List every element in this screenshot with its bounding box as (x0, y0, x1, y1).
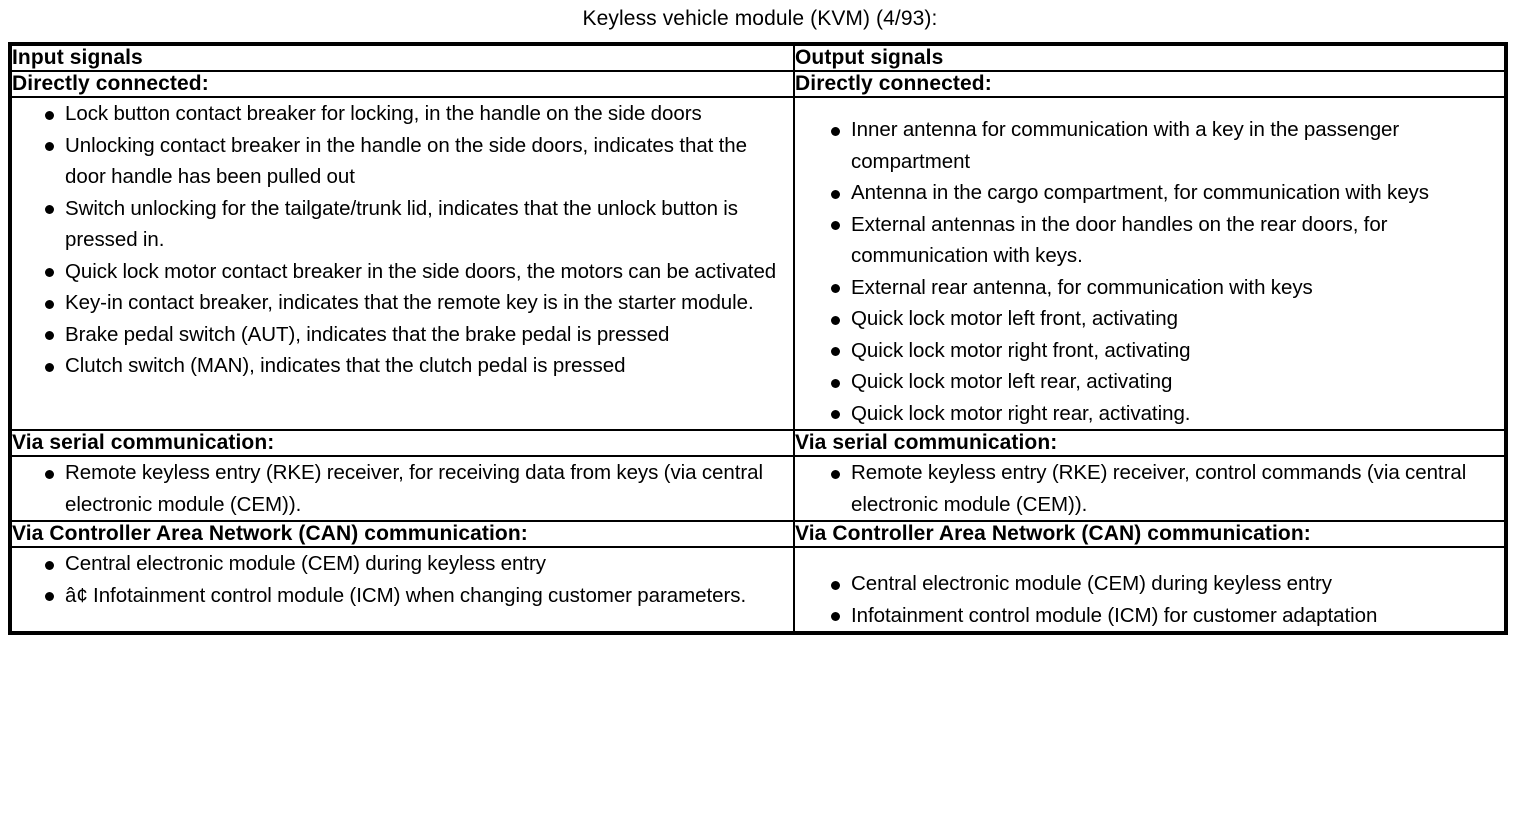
table-row-column-headers: Input signals Output signals (9, 43, 1507, 72)
list-item: Antenna in the cargo compartment, for co… (795, 177, 1504, 209)
list-item: Switch unlocking for the tailgate/trunk … (12, 193, 793, 256)
list-item: Quick lock motor contact breaker in the … (12, 256, 793, 288)
list-item: External antennas in the door handles on… (795, 209, 1504, 272)
list-input-via-can: Central electronic module (CEM) during k… (12, 548, 793, 611)
cell-output-via-can: Central electronic module (CEM) during k… (793, 546, 1507, 634)
column-header-input-signals: Input signals (9, 43, 795, 72)
list-item: Lock button contact breaker for locking,… (12, 98, 793, 130)
section-header-right-via-serial: Via serial communication: (793, 429, 1507, 457)
list-item: Infotainment control module (ICM) for cu… (795, 600, 1504, 632)
table-row-section-header-via-serial: Via serial communication: Via serial com… (9, 429, 1507, 457)
list-item: Central electronic module (CEM) during k… (12, 548, 793, 580)
section-header-right-directly-connected: Directly connected: (793, 70, 1507, 98)
cell-input-via-serial: Remote keyless entry (RKE) receiver, for… (9, 455, 795, 522)
table-row-section-body-via-serial: Remote keyless entry (RKE) receiver, for… (9, 455, 1507, 522)
list-item: Inner antenna for communication with a k… (795, 114, 1504, 177)
list-item: Quick lock motor right rear, activating. (795, 398, 1504, 430)
cell-input-directly-connected: Lock button contact breaker for locking,… (9, 96, 795, 431)
list-item: Quick lock motor left front, activating (795, 303, 1504, 335)
list-item: Quick lock motor right front, activating (795, 335, 1504, 367)
list-item: â¢ Infotainment control module (ICM) whe… (12, 580, 793, 612)
table-row-section-header-via-can: Via Controller Area Network (CAN) commun… (9, 520, 1507, 548)
list-item: Clutch switch (MAN), indicates that the … (12, 350, 793, 382)
column-header-output-signals: Output signals (793, 43, 1507, 72)
list-item: Quick lock motor left rear, activating (795, 366, 1504, 398)
list-item: Unlocking contact breaker in the handle … (12, 130, 793, 193)
list-output-directly-connected: Inner antenna for communication with a k… (795, 114, 1504, 429)
list-item: Remote keyless entry (RKE) receiver, con… (795, 457, 1504, 520)
cell-input-via-can: Central electronic module (CEM) during k… (9, 546, 795, 634)
list-output-via-serial: Remote keyless entry (RKE) receiver, con… (795, 457, 1504, 520)
table-row-section-body-via-can: Central electronic module (CEM) during k… (9, 546, 1507, 634)
list-input-via-serial: Remote keyless entry (RKE) receiver, for… (12, 457, 793, 520)
list-output-via-can: Central electronic module (CEM) during k… (795, 568, 1504, 631)
list-item: Remote keyless entry (RKE) receiver, for… (12, 457, 793, 520)
table-row-section-header-directly-connected: Directly connected: Directly connected: (9, 70, 1507, 98)
list-item: Key-in contact breaker, indicates that t… (12, 287, 793, 319)
section-header-right-via-can: Via Controller Area Network (CAN) commun… (793, 520, 1507, 548)
cell-output-via-serial: Remote keyless entry (RKE) receiver, con… (793, 455, 1507, 522)
section-header-left-via-can: Via Controller Area Network (CAN) commun… (9, 520, 795, 548)
list-item: Central electronic module (CEM) during k… (795, 568, 1504, 600)
section-header-left-directly-connected: Directly connected: (9, 70, 795, 98)
list-item: External rear antenna, for communication… (795, 272, 1504, 304)
table-row-section-body-directly-connected: Lock button contact breaker for locking,… (9, 96, 1507, 431)
page-title: Keyless vehicle module (KVM) (4/93): (582, 7, 938, 30)
section-header-left-via-serial: Via serial communication: (9, 429, 795, 457)
list-input-directly-connected: Lock button contact breaker for locking,… (12, 98, 793, 382)
signal-table: Input signals Output signals Directly co… (8, 42, 1508, 635)
cell-output-directly-connected: Inner antenna for communication with a k… (793, 96, 1507, 431)
list-item: Brake pedal switch (AUT), indicates that… (12, 319, 793, 351)
